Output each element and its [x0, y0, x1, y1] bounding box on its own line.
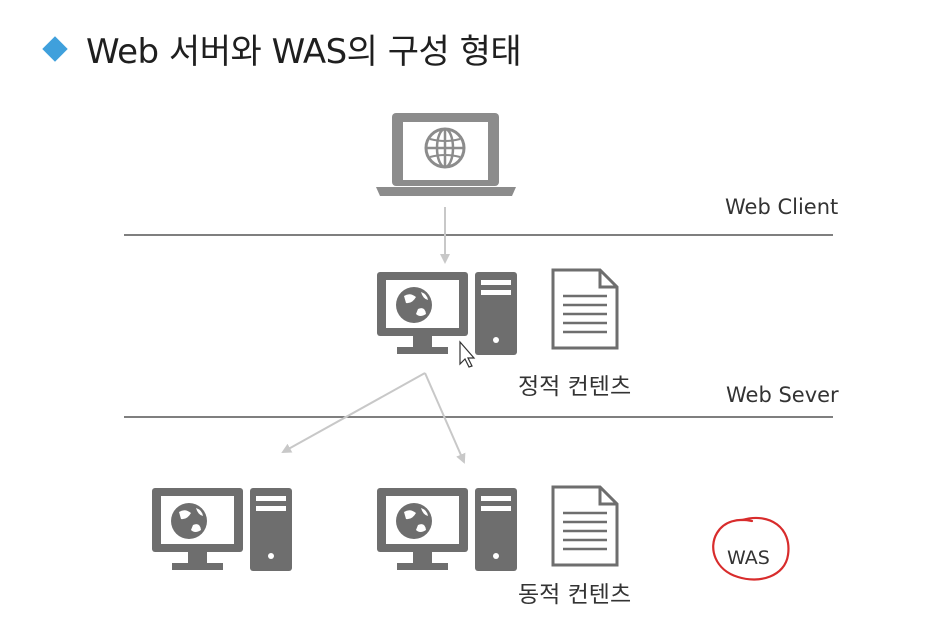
web-client-label: Web Client — [725, 195, 839, 219]
hand-drawn-circle — [712, 516, 790, 581]
dynamic-document-icon — [551, 485, 619, 567]
was-server-right-icon — [377, 488, 517, 571]
dynamic-content-label: 동적 컨텐츠 — [518, 582, 632, 608]
laptop-globe-icon — [376, 113, 516, 196]
was-server-left-icon — [152, 488, 292, 571]
web-server-icon — [377, 272, 517, 355]
diamond-icon — [42, 35, 68, 62]
mouse-cursor-icon — [459, 340, 476, 368]
was-label: WAS — [727, 547, 770, 569]
branch-arrow-right — [424, 372, 466, 464]
title-text: Web 서버와 WAS의 구성 형태 — [86, 32, 522, 72]
branch-arrow-left — [281, 372, 426, 453]
slide-title: Web 서버와 WAS의 구성 형태 — [40, 24, 522, 73]
static-content-label: 정적 컨텐츠 — [518, 374, 632, 400]
web-server-label: Web Sever — [726, 383, 839, 407]
static-document-icon — [551, 268, 619, 350]
